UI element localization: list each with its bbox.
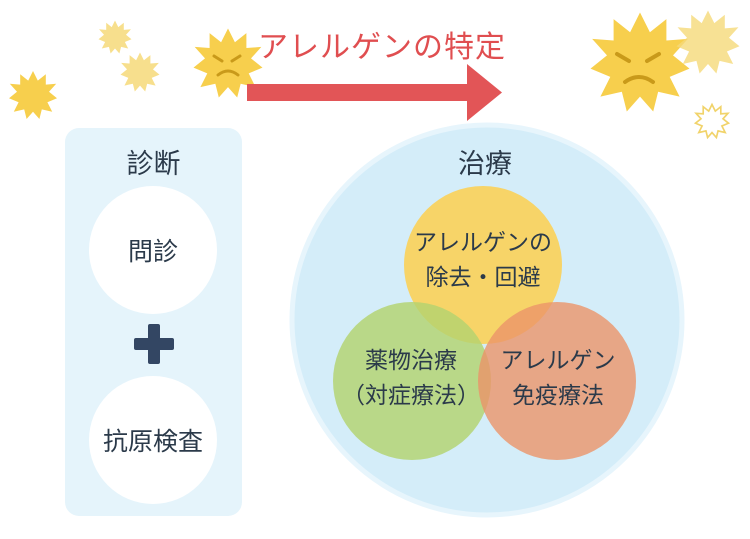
- diagnosis-item-interview: 問診: [127, 237, 178, 266]
- header-title: アレルゲンの特定: [258, 30, 506, 65]
- diagnosis-title: 診断: [126, 149, 181, 180]
- venn-label-drug: 薬物治療 （対症療法）: [342, 348, 480, 409]
- pollen-face-icon: [590, 12, 690, 112]
- plus-icon: [134, 324, 174, 364]
- venn-label-immunotherapy: アレルゲン 免疫療法: [500, 348, 616, 409]
- pollen-icon: [98, 20, 132, 54]
- pollen-icon: [676, 10, 740, 74]
- diagnosis-circle-interview: [89, 186, 217, 314]
- venn-label-avoidance: アレルゲンの 除去・回避: [414, 230, 552, 291]
- venn-circle-immunotherapy: [478, 302, 636, 460]
- pollen-outline-icon: [694, 103, 730, 139]
- pollen-face-icon: [193, 28, 263, 98]
- venn-circle-avoidance: [404, 186, 562, 344]
- diagnosis-item-antigen: 抗原検査: [102, 427, 203, 456]
- pollen-icon: [120, 52, 160, 92]
- identification-arrow: [247, 64, 502, 121]
- venn-circle-drug: [333, 302, 491, 460]
- treatment-title: 治療: [458, 149, 512, 180]
- pollen-icon: [9, 71, 57, 119]
- diagnosis-circle-antigen: [89, 376, 217, 504]
